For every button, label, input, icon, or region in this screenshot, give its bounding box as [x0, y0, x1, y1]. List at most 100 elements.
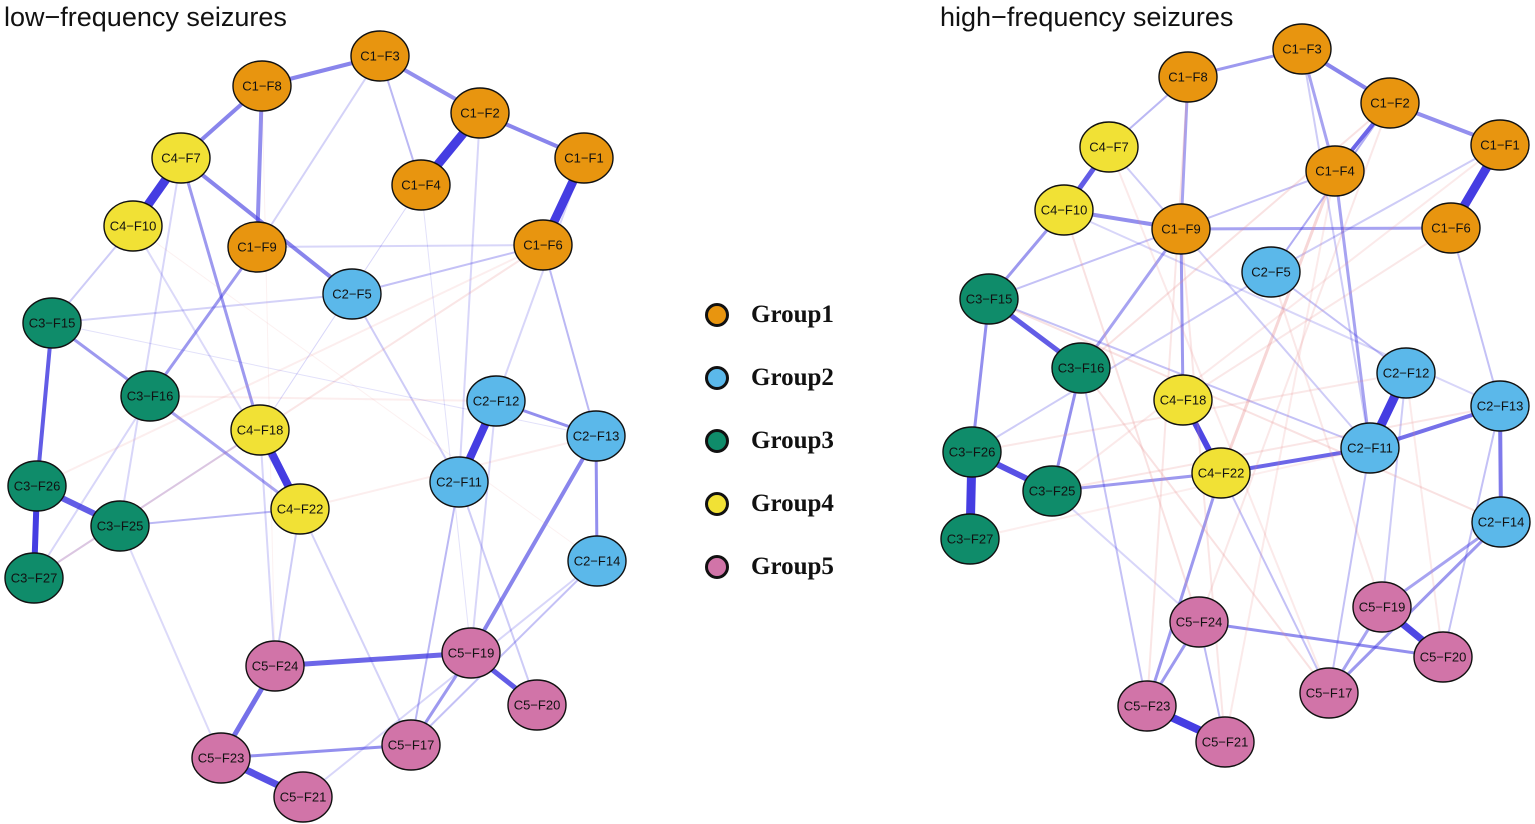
high-node-circle [1413, 631, 1473, 683]
low-edge-c5-f23-c5-f17 [219, 743, 413, 760]
low-node-label: C3−F25 [97, 519, 144, 534]
high-node-c1-f4: C1−F4 [1305, 145, 1365, 197]
low-edge-c3-f26-c1-f6 [36, 244, 544, 487]
low-edge-c4-f10-c2-f14 [132, 225, 598, 562]
high-edge-c2-f5-c2-f12 [1270, 271, 1407, 374]
high-node-label: C3−F15 [966, 292, 1013, 307]
low-node-circle [566, 410, 626, 462]
high-node-c5-f17: C5−F17 [1299, 667, 1359, 719]
high-node-label: C1−F9 [1161, 222, 1200, 237]
high-node-label: C3−F27 [947, 532, 994, 547]
high-edge-c1-f1-c3-f25 [1051, 144, 1501, 492]
high-node-c1-f2: C1−F2 [1360, 77, 1420, 129]
low-node-c2-f13: C2−F13 [566, 410, 626, 462]
legend-label-group4: Group4 [751, 489, 834, 517]
legend-item-group2: Group2 [705, 346, 834, 409]
low-node-label: C4−F10 [110, 219, 157, 234]
low-edge-c1-f9-c3-f16 [148, 245, 259, 398]
low-node-circle [466, 375, 526, 427]
low-node-c1-f4: C1−F4 [391, 159, 451, 211]
high-node-label: C5−F20 [1420, 650, 1467, 665]
low-node-circle [429, 456, 489, 508]
high-node-label: C3−F16 [1058, 361, 1105, 376]
low-node-c4-f7: C4−F7 [151, 132, 211, 184]
high-edge-c3-f25-c5-f24 [1051, 490, 1200, 623]
low-edge-c2-f5-c2-f11 [351, 293, 460, 483]
high-node-circle [1241, 246, 1301, 298]
low-node-circle [4, 552, 64, 604]
low-edge-c3-f27-c4-f18 [33, 429, 261, 579]
low-node-c3-f25: C3−F25 [90, 500, 150, 552]
low-node-label: C3−F15 [29, 316, 76, 331]
legend-label-group3: Group3 [751, 426, 834, 454]
low-edge-c4-f10-c4-f22 [132, 225, 301, 510]
low-edge-c2-f13-c5-f19 [469, 434, 598, 655]
high-node-c1-f9: C1−F9 [1151, 203, 1211, 255]
low-node-c4-f22: C4−F22 [270, 483, 330, 535]
low-node-label: C1−F8 [242, 79, 281, 94]
legend-label-group1: Group1 [751, 300, 834, 328]
low-node-circle [450, 87, 510, 139]
low-node-label: C1−F3 [360, 49, 399, 64]
low-node-circle [230, 404, 290, 456]
high-edge-c1-f4-c2-f11 [1333, 169, 1372, 450]
high-edge-c1-f3-c2-f11 [1301, 48, 1371, 449]
low-node-c5-f23: C5−F23 [191, 732, 251, 784]
low-edge-c4-f7-c4-f18 [179, 156, 262, 432]
low-node-c1-f8: C1−F8 [232, 60, 292, 112]
low-node-c2-f5: C2−F5 [322, 268, 382, 320]
low-edge-c3-f25-c4-f22 [119, 508, 301, 527]
high-node-circle [1158, 51, 1218, 103]
low-node-label: C3−F16 [127, 389, 174, 404]
high-node-circle [1034, 184, 1094, 236]
low-edge-c3-f16-c2-f12 [149, 395, 497, 402]
legend-swatch-group1 [705, 302, 729, 327]
high-node-c2-f12: C2−F12 [1376, 347, 1436, 399]
high-node-c5-f19: C5−F19 [1352, 581, 1412, 633]
high-edge-c1-f9-c4-f18 [1179, 227, 1185, 402]
low-node-circle [227, 221, 287, 273]
low-node-label: C5−F24 [252, 659, 299, 674]
high-node-c1-f6: C1−F6 [1421, 202, 1481, 254]
low-node-c5-f21: C5−F21 [273, 771, 333, 823]
high-edge-c4-f10-c5-f24 [1063, 209, 1200, 623]
high-node-label: C2−F11 [1347, 441, 1393, 456]
low-node-label: C1−F2 [460, 106, 499, 121]
legend-item-group4: Group4 [705, 472, 834, 535]
high-node-c5-f20: C5−F20 [1413, 631, 1473, 683]
high-node-label: C5−F23 [1124, 699, 1171, 714]
high-edge-c4-f22-c5-f17 [1220, 472, 1330, 694]
low-edge-c2-f14-c5-f17 [410, 560, 598, 746]
low-node-circle [507, 679, 567, 731]
high-edge-c1-f6-c2-f13 [1450, 227, 1501, 407]
low-edge-c5-f17-c2-f11 [410, 481, 460, 746]
low-edge-c4-f22-c5-f17 [299, 508, 412, 746]
low-node-circle [120, 370, 180, 422]
high-edge-c2-f12-c5-f19 [1381, 372, 1407, 608]
low-edge-c3-f16-c3-f27 [33, 395, 151, 579]
low-edge-c1-f1-c2-f12 [495, 157, 585, 402]
high-node-circle [1151, 203, 1211, 255]
high-edge-c1-f6-c4-f18 [1182, 227, 1452, 401]
low-node-circle [322, 268, 382, 320]
high-node-c4-f22: C4−F22 [1191, 447, 1251, 499]
low-node-c3-f27: C3−F27 [4, 552, 64, 604]
high-node-circle [940, 513, 1000, 565]
high-edge-c3-f15-c2-f11 [988, 298, 1371, 449]
low-node-circle [151, 132, 211, 184]
low-node-c1-f1: C1−F1 [554, 132, 614, 184]
high-node-label: C5−F24 [1176, 615, 1223, 630]
high-node-circle [1376, 347, 1436, 399]
low-node-circle [567, 535, 627, 587]
low-node-label: C2−F13 [573, 429, 620, 444]
high-edge-c1-f9-c1-f6 [1179, 226, 1453, 231]
high-node-label: C1−F4 [1315, 164, 1354, 179]
low-node-label: C3−F26 [14, 479, 61, 494]
low-edge-c4-f22-c5-f24 [274, 508, 301, 667]
high-edge-c3-f25-c2-f13 [1051, 405, 1501, 492]
low-node-circle [441, 627, 501, 679]
high-node-circle [1305, 145, 1365, 197]
high-node-label: C5−F21 [1202, 735, 1249, 750]
